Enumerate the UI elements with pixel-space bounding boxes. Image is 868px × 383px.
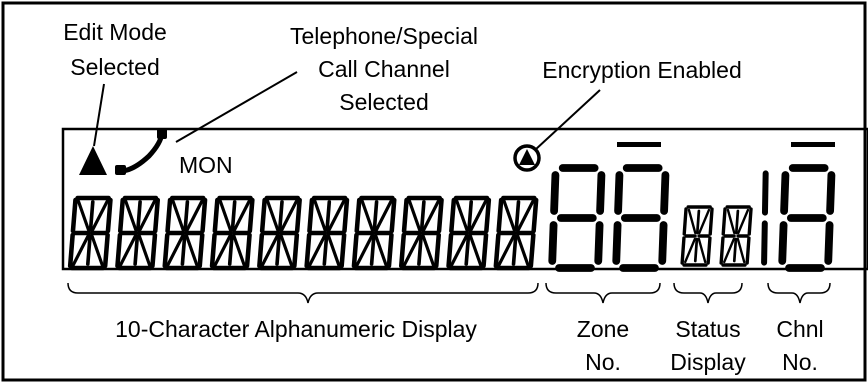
status-caption-line2: Display [670,349,746,375]
zone-caption-line2: No. [585,349,621,375]
channel-brace [767,282,831,304]
alphanumeric-char [162,195,208,271]
zone-number-display [548,164,670,272]
zone-digit [612,164,670,272]
channel-digit [761,170,769,266]
encryption-circle-icon [513,144,541,172]
alphanumeric-char [257,195,302,271]
alpha-display-caption: 10-Character Alphanumeric Display [115,316,477,342]
zone-overline-bar [617,142,661,147]
status-brace [673,282,743,304]
edit-mode-leader [93,83,105,147]
encryption-label: Encryption Enabled [542,57,741,83]
alphanumeric-char [351,195,397,271]
status-char [680,205,714,267]
telephone-label-line1: Telephone/Special [290,23,478,49]
status-char [719,205,753,267]
zone-brace [545,282,661,304]
alphanumeric-char [304,195,350,271]
chnl-caption-line2: No. [782,349,818,375]
edit-mode-triangle-icon [79,146,107,175]
telephone-label-line2: Call Channel [318,56,450,82]
alpha-display-brace [67,282,539,304]
status-display [680,205,753,267]
edit-mode-label-line1: Edit Mode [63,19,167,45]
alphanumeric-char [67,195,113,271]
alphanumeric-char [115,195,161,271]
zone-caption-line1: Zone [577,316,629,342]
telephone-leader [175,71,298,143]
alphanumeric-display [67,195,539,271]
channel-digit [778,164,836,272]
alphanumeric-char [209,195,255,271]
encryption-leader [534,89,601,151]
channel-overline-bar [791,142,835,147]
zone-digit [548,164,606,272]
channel-number-display [761,164,836,272]
mode-indicator-mon: MON [179,152,233,178]
telephone-label-line3: Selected [339,89,429,115]
status-caption-line1: Status [675,316,740,342]
edit-mode-label-line2: Selected [70,54,160,80]
chnl-caption-line1: Chnl [776,316,823,342]
telephone-handset-icon [115,128,167,175]
alphanumeric-char [446,195,492,271]
alphanumeric-char [398,195,444,271]
alphanumeric-char [493,195,539,271]
